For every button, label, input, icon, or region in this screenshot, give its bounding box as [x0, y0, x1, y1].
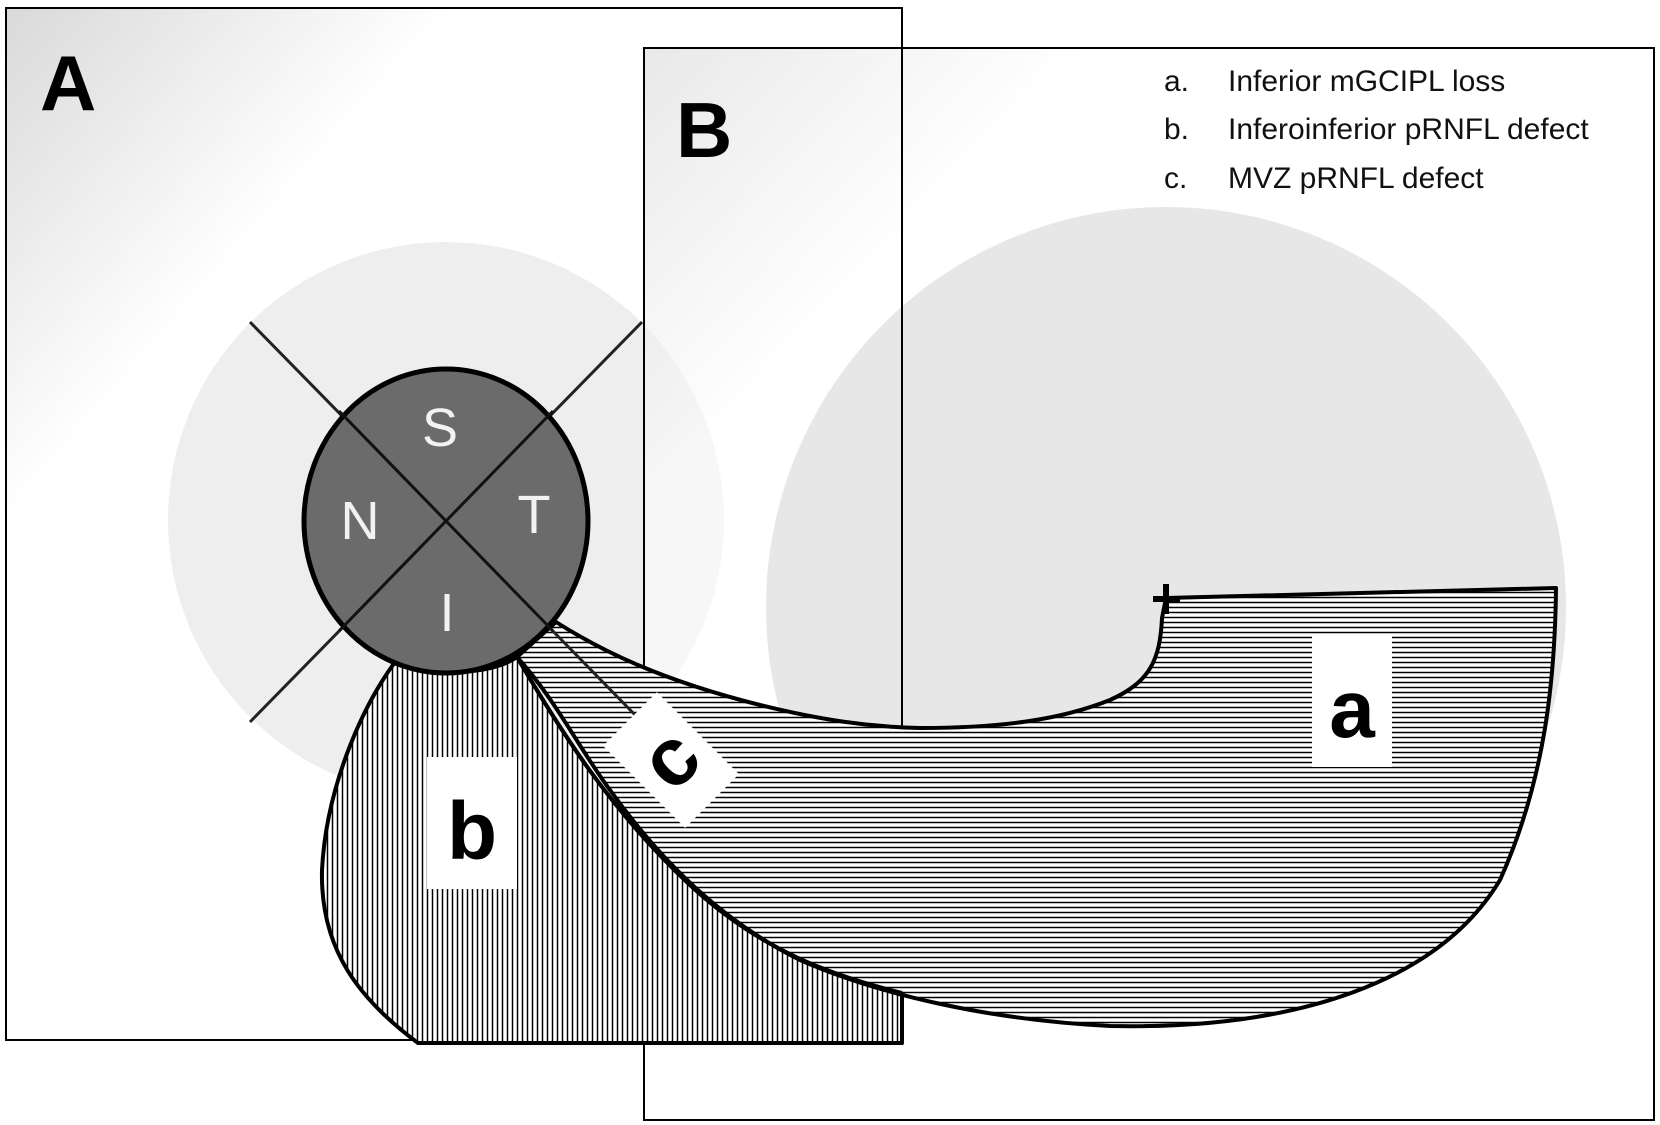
disc-cross-inner-2 [337, 409, 555, 633]
fovea-marker-icon [1153, 584, 1180, 614]
region-b-label: b [447, 786, 497, 877]
region-a-label: a [1329, 664, 1376, 755]
quadrant-superior: S [422, 398, 458, 458]
legend-key-a: a. [1164, 65, 1189, 98]
region-boundary-line [515, 655, 903, 995]
legend-key-b: b. [1164, 113, 1189, 146]
legend: a. Inferior mGCIPL loss b. Inferoinferio… [1164, 65, 1589, 195]
legend-text-b: Inferoinferior pRNFL defect [1228, 113, 1589, 146]
region-a-label-box [1312, 635, 1392, 767]
legend-text-c: MVZ pRNFL defect [1228, 162, 1484, 195]
legend-text-a: Inferior mGCIPL loss [1228, 65, 1505, 98]
panel-a-label: A [40, 39, 96, 127]
legend-key-c: c. [1164, 162, 1187, 195]
quadrant-nasal: N [341, 491, 380, 551]
quadrant-temporal: T [518, 485, 551, 545]
region-b-label-box [427, 757, 517, 889]
quadrant-inferior: I [439, 583, 454, 643]
panel-b-label: B [676, 86, 732, 174]
region-c-label-box [603, 692, 739, 828]
